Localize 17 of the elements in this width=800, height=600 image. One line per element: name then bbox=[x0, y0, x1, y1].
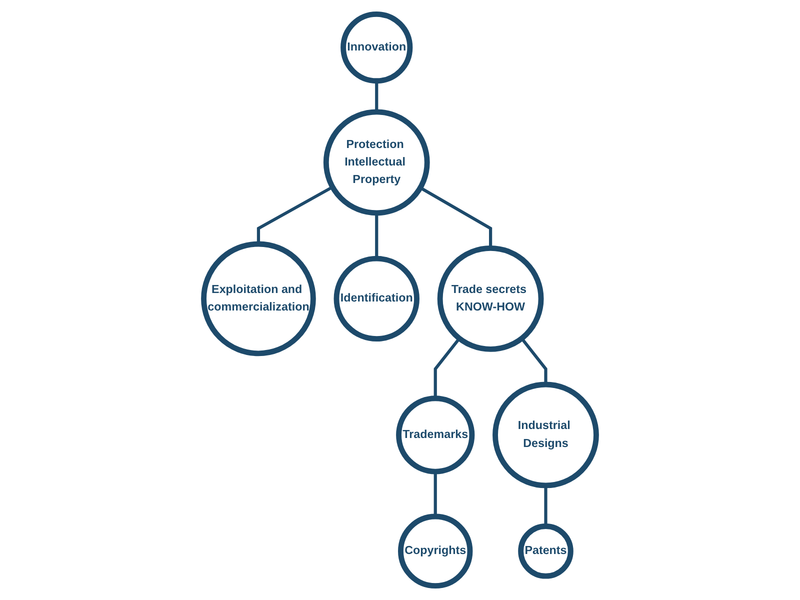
connector bbox=[420, 186, 492, 248]
node-circle: Innovation bbox=[340, 12, 413, 84]
node-circle: Trade secrets KNOW-HOW bbox=[437, 246, 544, 352]
node-circle: Copyrights bbox=[398, 514, 473, 588]
node-circle: Protection Intellectual Property bbox=[323, 109, 430, 216]
connector bbox=[544, 485, 548, 526]
connector bbox=[434, 472, 437, 517]
node-circle: Exploitation and commercialization bbox=[201, 241, 316, 356]
node-circle: Identification bbox=[334, 256, 420, 342]
connector bbox=[375, 212, 378, 259]
connector bbox=[375, 80, 378, 112]
node-circle: Patents bbox=[518, 524, 574, 579]
node-circle: Trademarks bbox=[396, 396, 475, 474]
connector bbox=[520, 337, 548, 384]
node-circle: Industrial Designs bbox=[492, 382, 599, 488]
connector bbox=[434, 337, 461, 398]
connector bbox=[256, 186, 334, 244]
